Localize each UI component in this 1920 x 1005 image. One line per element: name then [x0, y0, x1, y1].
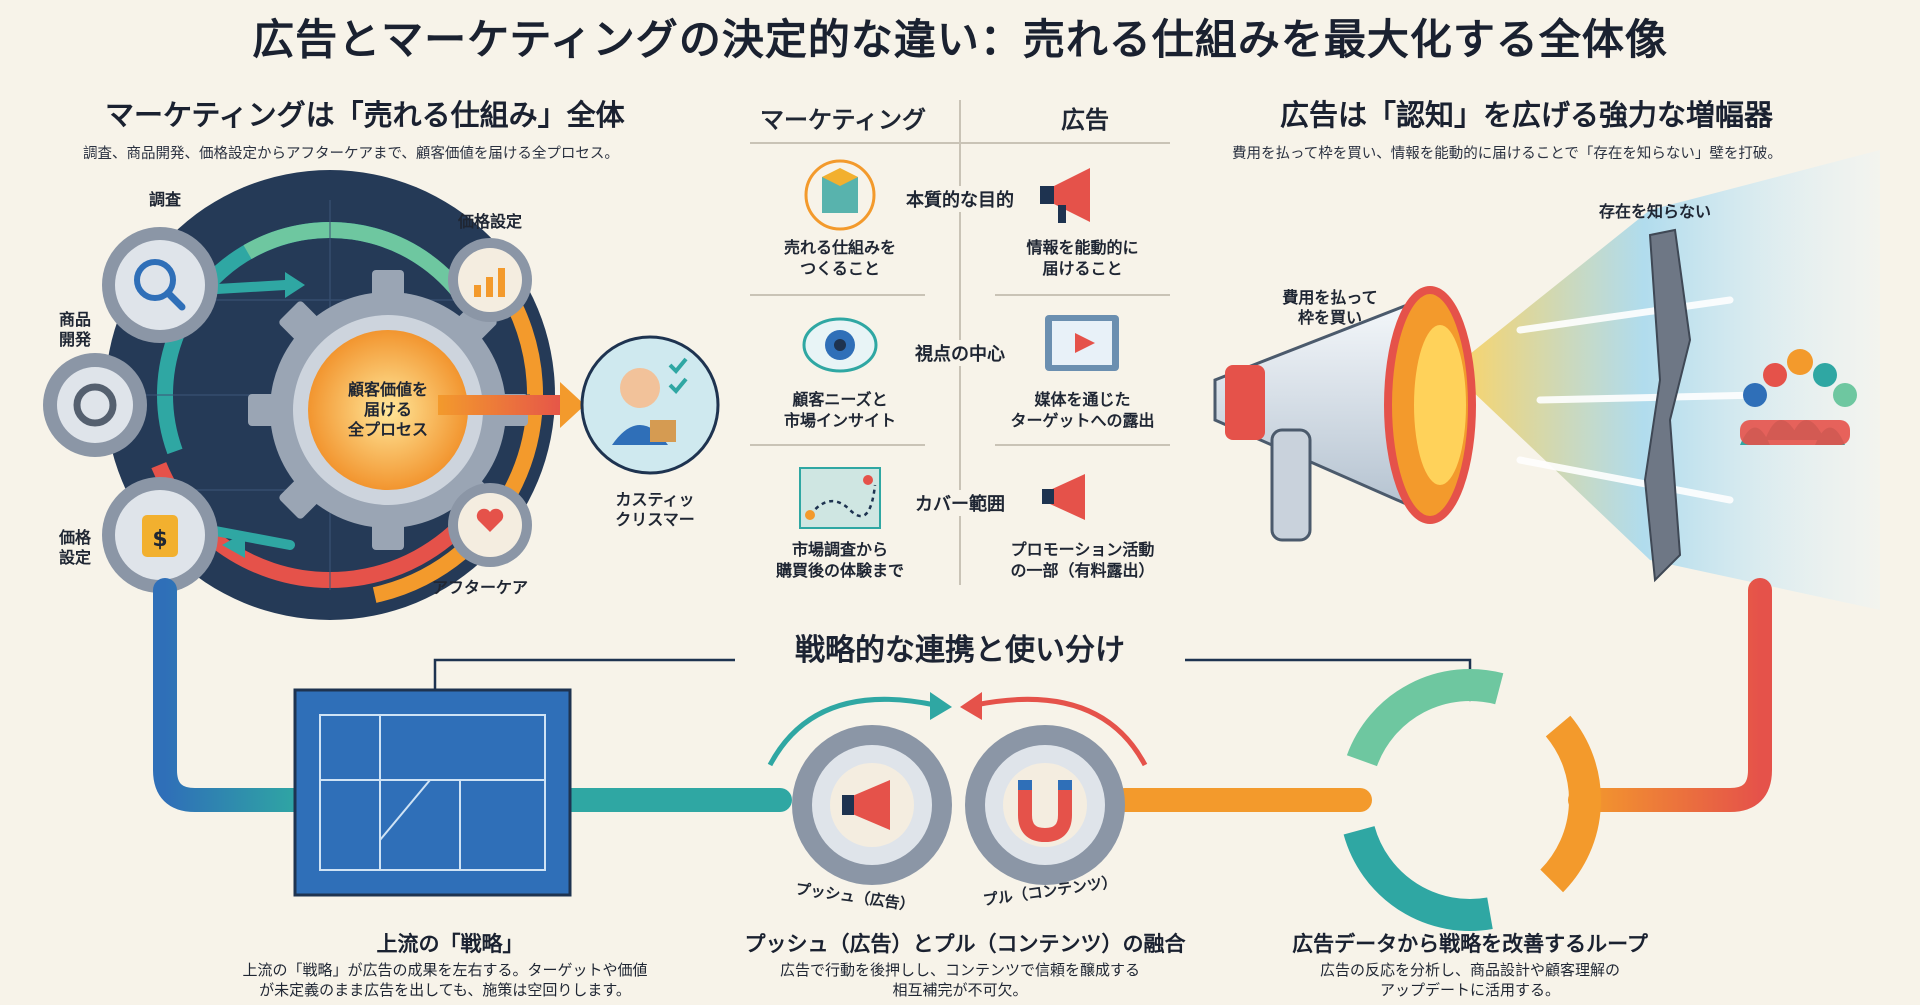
fusion-title: プッシュ（広告）とプル（コンテンツ）の融合	[744, 932, 1186, 956]
col-ad-header: 広告	[1061, 106, 1109, 134]
monitor-play-icon	[1045, 315, 1119, 371]
system-cube-icon	[804, 159, 876, 231]
label-pricing-top: 価格設定	[457, 212, 522, 231]
label-aftercare: アフターケア	[431, 578, 528, 597]
gear-research-icon	[102, 227, 218, 343]
cell-marketing-scope: 市場調査から 購買後の体験まで	[775, 540, 904, 580]
small-megaphone-icon	[1042, 474, 1085, 520]
label-unknown-existence: 存在を知らない	[1598, 202, 1711, 221]
center-process-label: 顧客価値を 届ける 全プロセス	[347, 380, 428, 439]
label-product-dev: 商品 開発	[58, 310, 91, 349]
loop-desc: 広告の反応を分析し、商品設計や顧客理解の アップデートに活用する。	[1319, 961, 1620, 1000]
strategy-title: 上流の「戦略」	[376, 932, 524, 956]
push-gear-icon	[792, 725, 952, 885]
fusion-desc: 広告で行動を後押しし、コンテンツで信頼を醸成する 相互補完が不可欠。	[779, 961, 1140, 1000]
row-label-scope: カバー範囲	[905, 490, 1015, 516]
audience-people-icon	[1740, 349, 1857, 445]
gear-pricing-tag-icon: $	[102, 477, 218, 593]
gear-product-dev-icon	[43, 353, 147, 457]
megaphone-amplifier-illustration	[1213, 150, 1880, 610]
gear-pricing-chart-icon	[448, 238, 532, 322]
pull-gear-icon	[965, 725, 1125, 885]
cell-ad-scope: プロモーション活動 の一部（有料露出）	[1010, 540, 1155, 580]
customer-avatar-icon	[580, 335, 720, 475]
cell-ad-purpose: 情報を能動的に 届けること	[1026, 238, 1139, 278]
label-pricing-side: 価格 設定	[58, 528, 91, 567]
row-label-purpose: 本質的な目的	[895, 186, 1025, 212]
marketing-heading: マーケティングは「売れる仕組み」全体	[105, 98, 625, 132]
ad-heading: 広告は「認知」を広げる強力な増幅器	[1280, 98, 1774, 132]
strategy-blueprint-icon	[293, 688, 572, 897]
label-pay-for-space: 費用を払って 枠を買い	[1282, 288, 1378, 327]
cell-marketing-focus: 顧客ニーズと 市場インサイト	[783, 390, 896, 430]
map-route-icon	[799, 467, 881, 529]
cell-marketing-purpose: 売れる仕組みを つくること	[783, 238, 896, 278]
strategy-heading: 戦略的な連携と使い分け	[735, 625, 1185, 669]
megaphone-icon	[1040, 168, 1090, 223]
svg-text:$: $	[152, 527, 167, 552]
gear-aftercare-heart-icon	[448, 483, 532, 567]
loop-title: 広告データから戦略を改善するループ	[1292, 932, 1648, 956]
cell-ad-focus: 媒体を通じた ターゲットへの露出	[1010, 390, 1155, 430]
eye-icon	[802, 317, 878, 373]
label-research: 調査	[148, 190, 181, 209]
improvement-loop-icon	[1339, 669, 1602, 931]
col-marketing-header: マーケティング	[759, 106, 927, 134]
ad-subtitle: 費用を払って枠を買い、情報を能動的に届けることで「存在を知らない」壁を打破。	[1232, 146, 1782, 162]
label-customer: カスティッ クリスマー	[615, 490, 695, 529]
strategy-desc: 上流の「戦略」が広告の成果を左右する。ターゲットや価値 が未定義のまま広告を出し…	[242, 961, 648, 1000]
page-title: 広告とマーケティングの決定的な違い：売れる仕組みを最大化する全体像	[252, 15, 1668, 64]
marketing-subtitle: 調査、商品開発、価格設定からアフターケアまで、顧客価値を届ける全プロセス。	[83, 146, 619, 162]
row-label-focus: 視点の中心	[905, 340, 1015, 366]
